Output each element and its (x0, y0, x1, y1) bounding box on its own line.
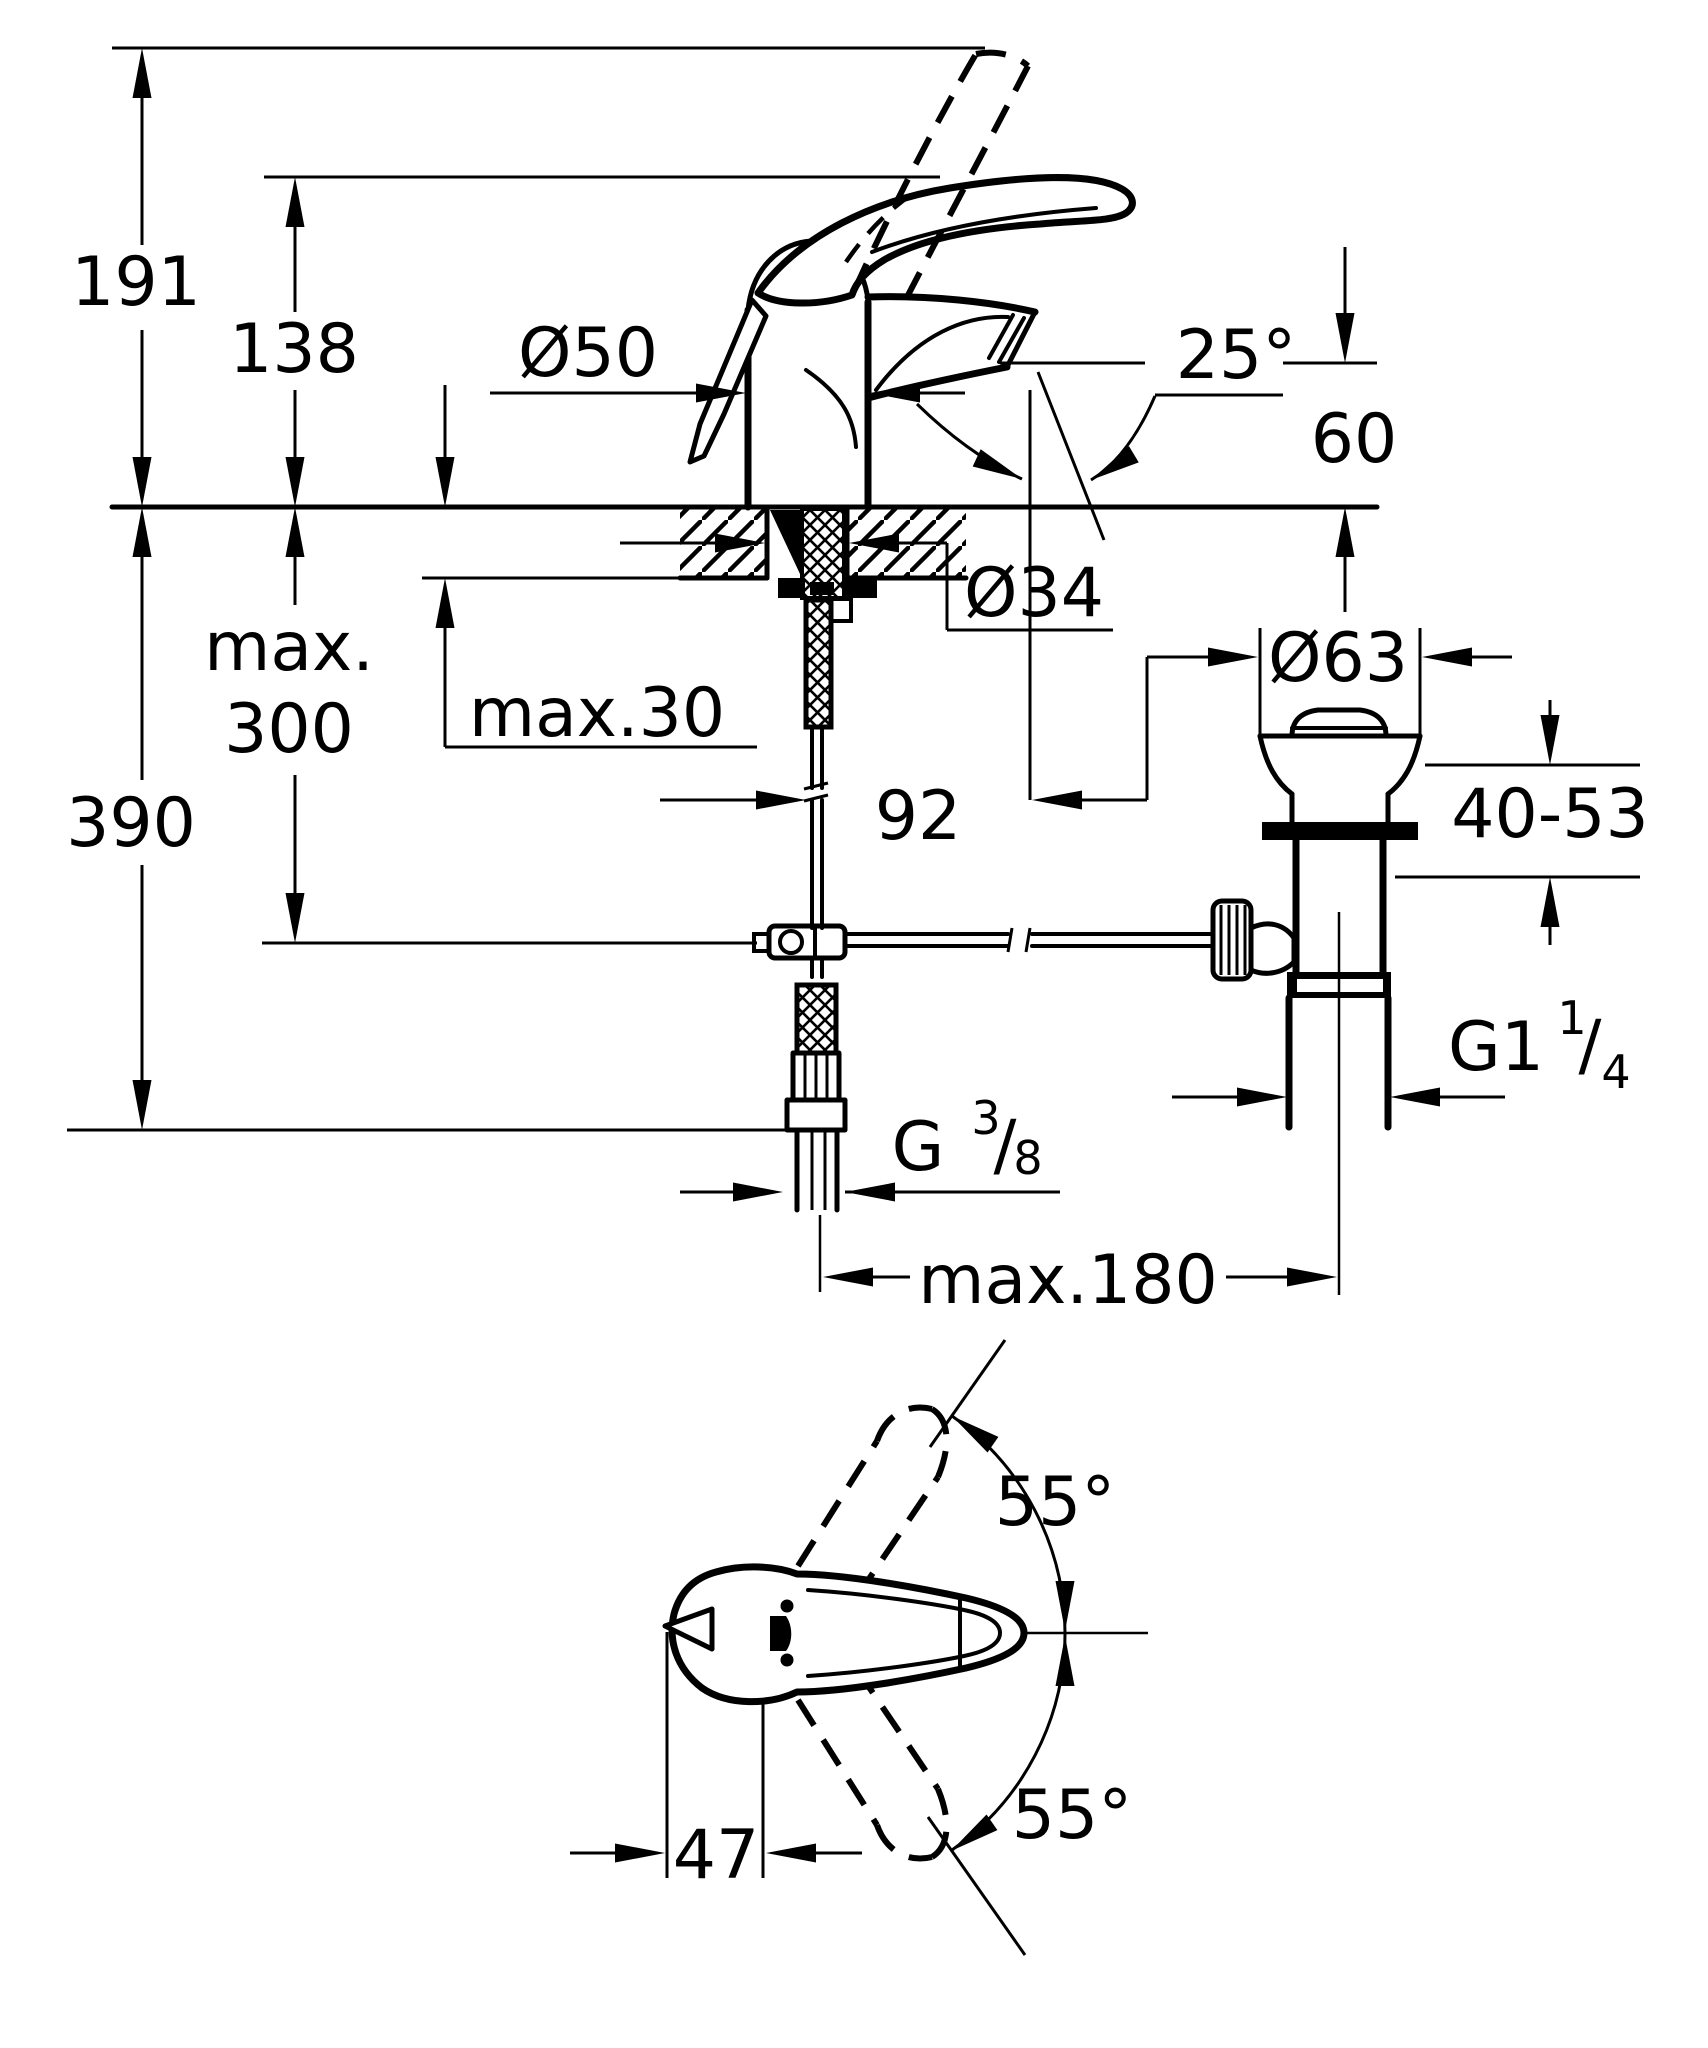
dim-spout-offset-label: 92 (875, 777, 962, 856)
dim-flange-diameter-label: Ø63 (1268, 619, 1408, 698)
side-view: 191 138 Ø50 25° 60 max. 300 max.30 Ø34 3… (66, 46, 1649, 1320)
popup-rod-horizontal (843, 932, 1215, 948)
supply-nut (784, 1097, 848, 1133)
flexible-hose-lower (794, 982, 839, 1056)
dim-swing-top-label: 55° (995, 1463, 1116, 1542)
spout-bottom (864, 363, 1011, 402)
handle-dot-bottom (780, 1653, 794, 1667)
dim-max300-label-line1: max. (204, 608, 374, 687)
aerator-lines (987, 313, 1026, 364)
mounting-nut (778, 578, 805, 598)
dim-hole-diameter-label: Ø34 (964, 554, 1104, 633)
dimension-lines (67, 46, 1640, 1287)
lever-front-tab (687, 297, 769, 465)
dim-max300-label-line2: 300 (224, 690, 354, 769)
plan-labels: 55° 55° 47 (673, 1463, 1133, 1895)
swing-angle-annotation (926, 1339, 1075, 1956)
popup-waste (1210, 707, 1423, 1295)
supply-thread-slash: / (994, 1106, 1017, 1185)
dim-swing-bottom-label: 55° (1012, 1776, 1133, 1855)
plan-dimensions (570, 1632, 862, 1878)
flexible-hose (803, 597, 834, 730)
handle-plan (662, 1563, 1028, 1706)
dim-total-height-label: 191 (71, 243, 201, 322)
handle-swing-dashed (795, 1404, 950, 1862)
dim-deck-thickness-label: max.30 (469, 674, 725, 753)
waste-thread-base: G1 (1448, 1008, 1544, 1087)
dim-supply-thread-label: G 3 / 8 (892, 1091, 1043, 1187)
dim-handle-front-label: 47 (673, 1816, 760, 1895)
handle-raised-dashed (851, 52, 979, 293)
waste-gasket (1262, 822, 1418, 840)
waste-tailpipe (1285, 994, 1392, 1131)
faucet-body (687, 49, 1136, 511)
dimension-labels: 191 138 Ø50 25° 60 max. 300 max.30 Ø34 3… (66, 243, 1649, 1320)
mounting-nut (843, 578, 877, 598)
spout-outlet-face (1004, 309, 1038, 370)
lever-tab-plan (662, 1606, 715, 1652)
supply-thread-base: G (892, 1108, 945, 1187)
dim-rod-max-label: max.180 (918, 1241, 1218, 1320)
supply-thread-numerator: 3 (971, 1091, 1000, 1145)
supply-thread-denominator: 8 (1013, 1131, 1042, 1185)
dim-spout-height-label: 60 (1311, 400, 1398, 479)
waste-thread-denominator: 4 (1601, 1045, 1630, 1099)
waste-plug-cap (1289, 707, 1389, 739)
dim-waste-thread-label: G1 1 / 4 (1448, 991, 1631, 1099)
popup-rod-vertical (810, 725, 824, 930)
dim-handle-height-label: 138 (229, 310, 359, 389)
waste-thread-slash: / (1579, 1006, 1602, 1085)
spout-top (864, 293, 1039, 316)
handle-marker (770, 1616, 792, 1651)
mounting-wedge (770, 510, 800, 574)
dim-waste-range-label: 40-53 (1451, 775, 1649, 854)
handle-dot-top (780, 1599, 794, 1613)
plan-view: 55° 55° 47 (570, 1339, 1148, 1956)
spout-angle-annotation (915, 371, 1283, 800)
waste-thread-numerator: 1 (1557, 991, 1586, 1045)
dim-below-total-label: 390 (66, 784, 196, 863)
dim-spout-angle-label: 25° (1176, 316, 1297, 395)
below-deck-assembly (752, 597, 1215, 1292)
dim-body-diameter-label: Ø50 (518, 314, 658, 393)
